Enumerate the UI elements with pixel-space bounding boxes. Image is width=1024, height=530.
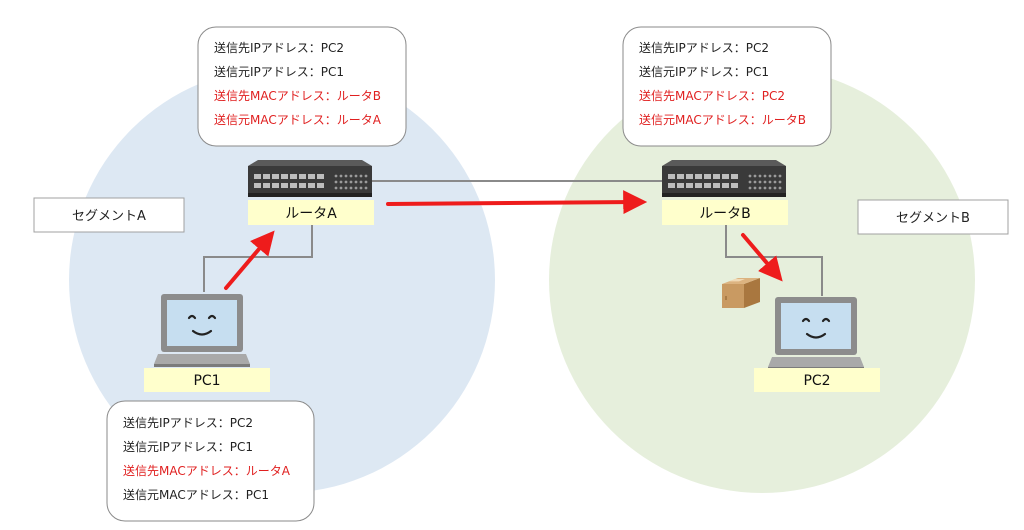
frame-line: 送信先IPアドレス：PC2	[123, 415, 253, 430]
frame-callout-router-a-side: 送信先IPアドレス：PC2 送信元IPアドレス：PC1 送信先MACアドレス：ル…	[197, 26, 407, 147]
segment-a-label: セグメントA	[33, 197, 185, 233]
router-a-icon	[248, 160, 372, 197]
frame-callout-router-b-side: 送信先IPアドレス：PC2 送信元IPアドレス：PC1 送信先MACアドレス：P…	[622, 26, 832, 147]
frame-line: 送信先MACアドレス：ルータB	[214, 88, 381, 103]
packet-box-icon	[722, 278, 760, 308]
arrow-router-a-to-router-b	[386, 190, 648, 215]
frame-line: 送信先MACアドレス：PC2	[639, 88, 785, 103]
segment-a-label-text: セグメントA	[72, 209, 146, 224]
frame-line: 送信元MACアドレス：ルータB	[639, 112, 806, 127]
segment-b-label-text: セグメントB	[896, 211, 970, 226]
pc1-laptop-icon	[154, 294, 250, 367]
frame-line: 送信元IPアドレス：PC1	[123, 439, 253, 454]
frame-line: 送信元IPアドレス：PC1	[214, 64, 344, 79]
frame-callout-pc1-side: 送信先IPアドレス：PC2 送信元IPアドレス：PC1 送信先MACアドレス：ル…	[106, 400, 315, 522]
frame-line: 送信先MACアドレス：ルータA	[123, 463, 291, 478]
router-b-icon	[662, 160, 786, 197]
pc2-laptop-icon	[768, 297, 864, 370]
arrow-pc1-to-router-a	[224, 230, 275, 290]
arrow-router-b-to-pc2	[741, 233, 783, 282]
router-b-label-text: ルータB	[699, 206, 751, 222]
frame-line: 送信先IPアドレス：PC2	[639, 40, 769, 55]
pc1-label-text: PC1	[193, 373, 220, 389]
router-a-label: ルータA	[248, 200, 374, 225]
frame-line: 送信元IPアドレス：PC1	[639, 64, 769, 79]
pc2-label-text: PC2	[803, 373, 830, 389]
router-a-label-text: ルータA	[285, 206, 337, 222]
frame-line: 送信元MACアドレス：PC1	[123, 487, 269, 502]
frame-line: 送信元MACアドレス：ルータA	[214, 112, 382, 127]
router-b-label: ルータB	[662, 200, 788, 225]
pc2-label: PC2	[754, 368, 880, 392]
frame-flow-arrows	[224, 190, 783, 290]
pc1-label: PC1	[144, 368, 270, 392]
frame-line: 送信先IPアドレス：PC2	[214, 40, 344, 55]
segment-b-label: セグメントB	[857, 199, 1009, 235]
